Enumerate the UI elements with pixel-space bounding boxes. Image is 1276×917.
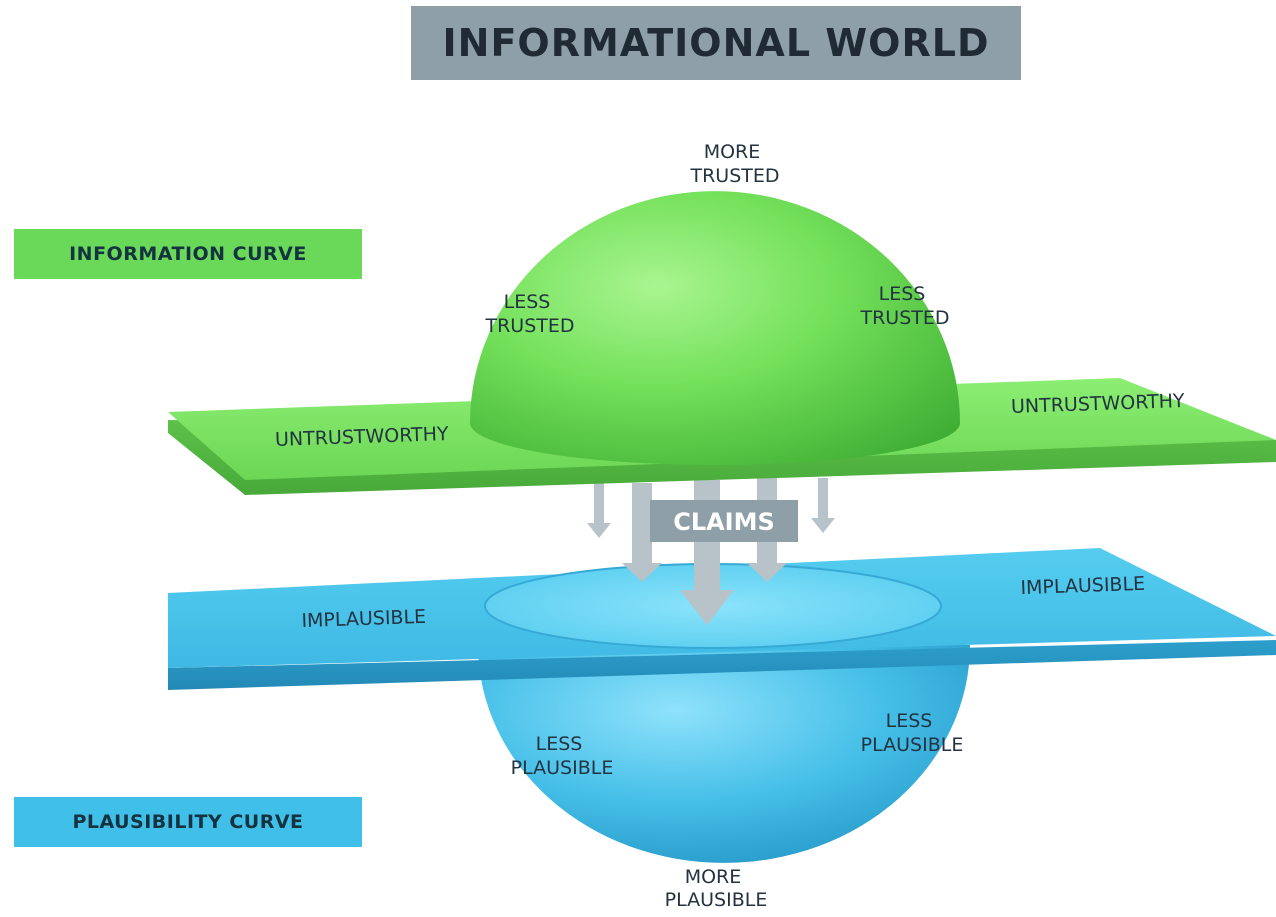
- legend-plausibility-label: PLAUSIBILITY CURVE: [72, 811, 304, 833]
- plausibility-plane-left-label: IMPLAUSIBLE: [301, 606, 426, 632]
- information-dome: [470, 191, 960, 465]
- legend-information-curve: INFORMATION CURVE: [14, 229, 362, 279]
- plausibility-bottom-label: MORE PLAUSIBLE: [665, 866, 768, 911]
- claim-arrow-1: [587, 483, 611, 538]
- title-banner: INFORMATIONAL WORLD: [411, 6, 1021, 80]
- plausibility-plane-edge: [168, 640, 1276, 690]
- plausibility-plane-right-label: IMPLAUSIBLE: [1020, 573, 1145, 599]
- legend-plausibility-curve: PLAUSIBILITY CURVE: [14, 797, 362, 847]
- information-right-label: LESS TRUSTED: [859, 283, 949, 329]
- claims-tag: CLAIMS: [650, 500, 798, 542]
- claim-arrow-2: [811, 478, 835, 533]
- diagram-title: INFORMATIONAL WORLD: [442, 21, 990, 65]
- plausibility-right-label: LESS PLAUSIBLE: [861, 710, 964, 756]
- information-top-label: MORE TRUSTED: [689, 141, 779, 187]
- information-left-label: LESS TRUSTED: [484, 291, 574, 337]
- plausibility-bowl: [478, 645, 970, 863]
- claim-arrow-3: [622, 483, 662, 582]
- claims-label: CLAIMS: [673, 508, 775, 536]
- plausibility-left-label: LESS PLAUSIBLE: [511, 733, 614, 779]
- legend-information-label: INFORMATION CURVE: [69, 243, 307, 265]
